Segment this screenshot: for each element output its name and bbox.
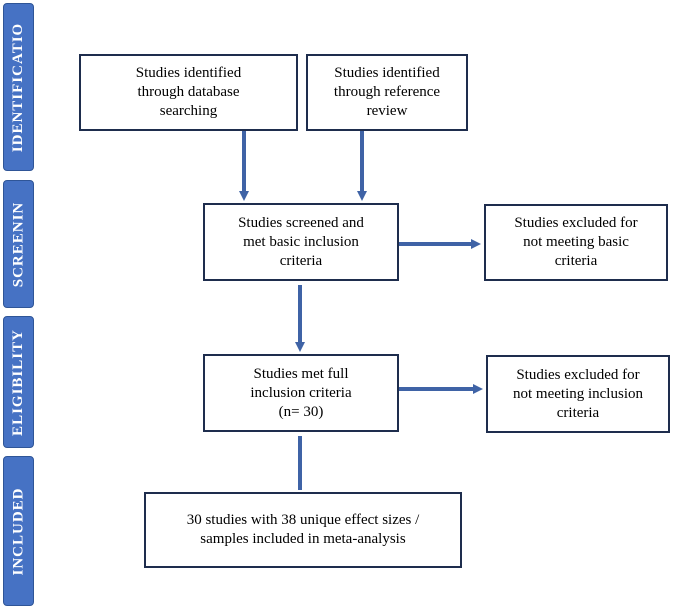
included-box: 30 studies with 38 unique effect sizes /… (144, 492, 462, 568)
stage-identification: IDENTIFICATIO (3, 3, 34, 171)
full-inclusion-box: Studies met full inclusion criteria (n= … (203, 354, 399, 432)
database-search-box: Studies identified through database sear… (79, 54, 298, 131)
stage-eligibility: ELIGIBILITY (3, 316, 34, 448)
stage-screening: SCREENIN (3, 180, 34, 308)
excluded-inclusion-box: Studies excluded for not meeting inclusi… (486, 355, 670, 433)
stage-included: INCLUDED (3, 456, 34, 606)
reference-review-text: Studies identified through reference rev… (333, 65, 441, 119)
reference-review-box: Studies identified through reference rev… (306, 54, 468, 131)
excluded-basic-box: Studies excluded for not meeting basic c… (484, 204, 668, 281)
database-search-text: Studies identified through database sear… (135, 65, 242, 119)
screened-box: Studies screened and met basic inclusion… (203, 203, 399, 281)
full-inclusion-text: Studies met full inclusion criteria (n= … (250, 365, 352, 420)
excluded-inclusion-text: Studies excluded for not meeting inclusi… (513, 366, 643, 421)
screened-text: Studies screened and met basic inclusion… (238, 214, 364, 269)
excluded-basic-text: Studies excluded for not meeting basic c… (514, 215, 638, 269)
included-text: 30 studies with 38 unique effect sizes /… (186, 512, 420, 547)
